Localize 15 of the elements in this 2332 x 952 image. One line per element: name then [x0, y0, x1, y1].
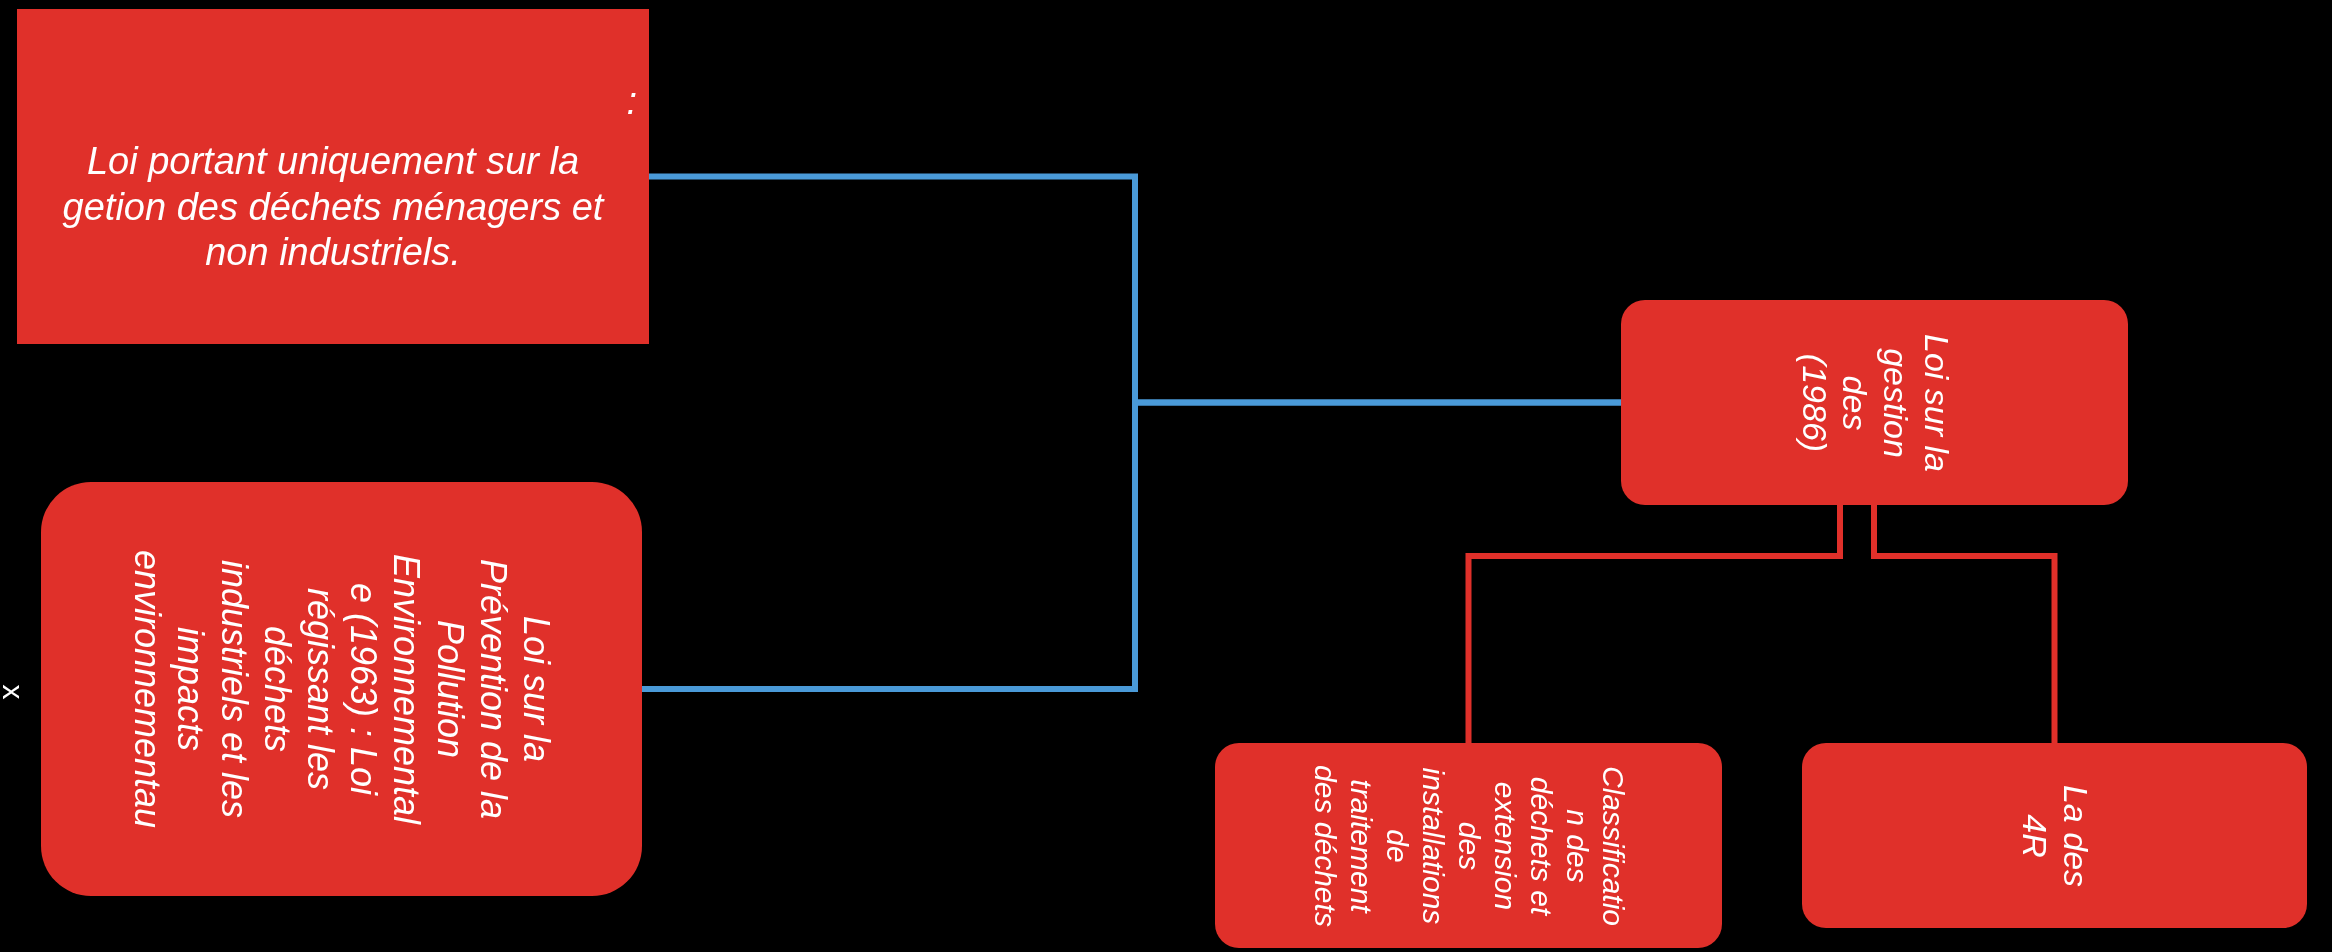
- process-box: [41, 482, 642, 896]
- node-text: La des 4R: [2014, 783, 2096, 889]
- connector-line: [1871, 505, 2058, 743]
- node-text: Classification des déchets et extension des installations de traitement des déchets: [1307, 763, 1631, 929]
- node-text: Loi sur la Prévention de la Pollution Environnementale (1963) : Loi régissant les déchets industriels et les impacts environnementau: [125, 549, 558, 829]
- connector-line: [642, 399, 1621, 692]
- process-box: [1215, 743, 1722, 948]
- node-text: Loi portant uniquement sur la getion des déchets ménagers et non industriels.: [61, 139, 606, 276]
- heading-text: :: [626, 79, 637, 124]
- connector-line: [1465, 505, 1843, 743]
- process-box: [17, 9, 649, 344]
- side-note: x: [0, 684, 30, 700]
- node-text: Loi sur la gestion des (1986): [1793, 332, 1957, 474]
- process-box: [1802, 743, 2307, 928]
- process-box: [1621, 300, 2128, 505]
